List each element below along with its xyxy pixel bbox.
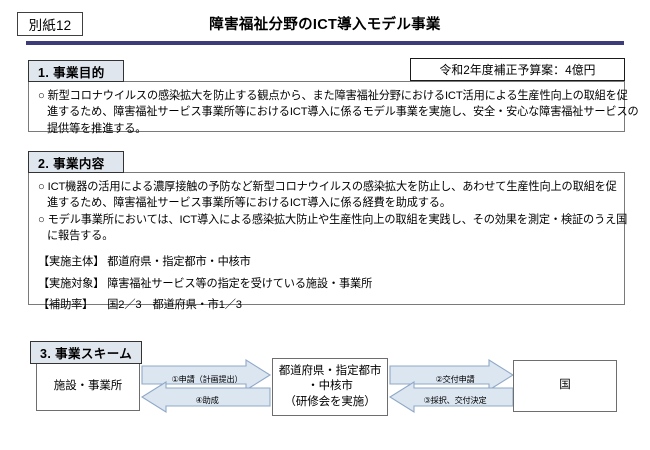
bullet-line: ○ICT機器の活用による濃厚接触の予防など新型コロナウイルスの感染拡大を防止し、… [38,179,617,195]
detail-value: 都道府県・指定都市・中核市 [107,256,251,269]
section-body-content: ○ICT機器の活用による濃厚接触の予防など新型コロナウイルスの感染拡大を防止し、… [28,172,627,311]
attachment-number-tag: 別紙12 [17,12,83,36]
scheme-node-prefecture: 都道府県・指定都市 ・中核市 （研修会を実施） [272,358,388,416]
bullet-text: ICT機器の活用による濃厚接触の予防など新型コロナウイルスの感染拡大を防止し、あ… [47,181,617,193]
detail-label: 【実施対象】 [38,277,105,290]
bullet-continuation-line: 提供等を推進する。 [47,122,147,135]
bullet-mark: ○ [38,181,45,193]
bullet-line: ○新型コロナウイルスの感染拡大を防止する観点から、また障害福祉分野におけるICT… [38,88,628,104]
scheme-node-label: 施設・事業所 [53,380,123,393]
page-title: 障害福祉分野のICT導入モデル事業 [209,17,441,33]
scheme-node-label-line2: ・中核市 [307,380,353,393]
section-body-purpose: ○新型コロナウイルスの感染拡大を防止する観点から、また障害福祉分野におけるICT… [28,81,639,135]
detail-row-subsidy-rate: 【補助率】 国2／3 都道府県・市1／3 [38,296,616,315]
arrow-apply-shape [141,359,272,391]
arrow-label-subsidy: ④助成 [195,395,219,405]
document-header: 別紙12 障害福祉分野のICT導入モデル事業 [0,0,650,48]
scheme-node-label-line3: （研修会を実施） [284,395,376,408]
scheme-node-facility: 施設・事業所 [36,363,140,411]
arrow-grant-request-shape [389,359,515,391]
bullet-continuation-line: 進するため、障害福祉サービス事業所等におけるICT導入に係る経費を助成する。 [47,197,451,210]
scheme-node-country: 国 [513,360,617,412]
arrow-label-grant-request: ②交付申請 [435,374,475,384]
scheme-arrows-layer [140,359,515,413]
budget-callout-box: 令和2年度補正予算案：4億円 [410,58,625,81]
detail-row-implementing-body: 【実施主体】 都道府県・指定都市・中核市 [38,253,616,272]
arrow-label-decision: ③採択、交付決定 [423,395,487,405]
detail-row-target: 【実施対象】 障害福祉サービス等の指定を受けている施設・事業所 [38,275,616,294]
title-divider-rule [26,41,624,45]
bullet-text: 新型コロナウイルスの感染拡大を防止する観点から、また障害福祉分野におけるICT活… [47,90,628,102]
detail-label: 【実施主体】 [38,256,105,269]
section-heading-purpose: 1. 事業目的 [28,60,124,82]
bullet-continuation-line: に報告する。 [47,230,114,243]
arrow-label-apply: ①申請（計画提出） [171,374,243,384]
section-heading-scheme: 3. 事業スキーム [30,341,142,364]
detail-label-list: 【実施主体】 都道府県・指定都市・中核市 【実施対象】 障害福祉サービス等の指定… [38,253,616,315]
bullet-mark: ○ [38,213,45,226]
detail-value: 障害福祉サービス等の指定を受けている施設・事業所 [107,277,373,290]
arrow-subsidy-shape [140,381,271,413]
bullet-continuation-line: 進するため、障害福祉サービス事業所等におけるICT導入に係るモデル事業を実施し、… [47,106,639,119]
bullet-mark: ○ [38,90,45,102]
bullet-text: モデル事業所においては、ICT導入による感染拡大防止や生産性向上の取組を実践し、… [47,213,628,226]
section-heading-content: 2. 事業内容 [28,151,124,173]
scheme-node-label-line1: 都道府県・指定都市 [278,364,382,377]
detail-value: 国2／3 都道府県・市1／3 [96,298,242,311]
bullet-line: ○モデル事業所においては、ICT導入による感染拡大防止や生産性向上の取組を実践し… [38,212,627,228]
arrow-decision-shape [388,381,514,413]
scheme-node-label: 国 [559,379,571,392]
detail-label: 【補助率】 [38,298,94,311]
